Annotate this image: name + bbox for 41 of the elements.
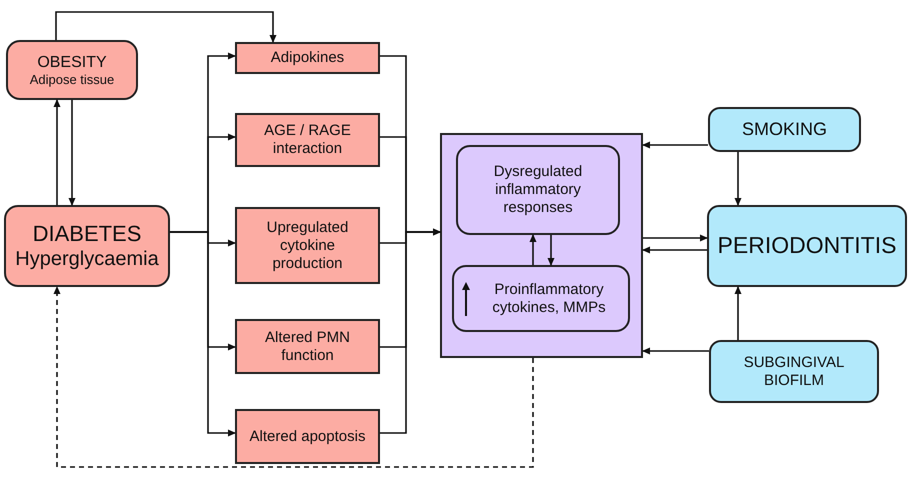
process-box (456, 145, 620, 235)
condition-box (6, 40, 138, 100)
arrow (734, 286, 742, 340)
factor-box (709, 340, 879, 403)
box-label: Upregulated cytokine production (266, 218, 350, 272)
box-label: Altered apoptosis (250, 428, 366, 446)
box-sublabel: Adipose tissue (30, 72, 114, 88)
arrow (530, 234, 536, 265)
box-label: Altered PMN function (264, 328, 352, 364)
box-label: PERIODONTITIS (718, 232, 896, 260)
box-label: OBESITY (37, 52, 107, 72)
arrow (55, 11, 276, 43)
box-label: SMOKING (742, 118, 827, 140)
process-box (235, 319, 380, 374)
arrow (54, 99, 60, 205)
process-box (235, 113, 380, 167)
arrow (734, 152, 742, 206)
dashed-arrow (54, 286, 534, 468)
factor-box (707, 205, 907, 287)
arrow (380, 228, 441, 434)
process-box (235, 207, 380, 284)
arrow (642, 142, 708, 148)
arrow (548, 235, 554, 266)
arrow (170, 231, 236, 436)
box-label: Dysregulated inflammatory responses (492, 163, 584, 217)
box-label: Adipokines (270, 49, 344, 67)
arrow (68, 100, 76, 206)
arrow (643, 234, 708, 242)
factor-box (708, 107, 861, 152)
process-box (452, 265, 630, 332)
process-box (235, 409, 380, 464)
box-label: AGE / RAGE interaction (263, 122, 352, 158)
box-label: DIABETES (32, 220, 142, 248)
box-label: SUBGINGIVAL BIOFILM (742, 354, 846, 390)
box-sublabel: Hyperglycaemia (15, 247, 159, 272)
arrow (642, 348, 709, 354)
condition-box (4, 205, 170, 287)
arrow (642, 246, 707, 254)
process-box (235, 42, 380, 74)
process-container (440, 133, 643, 358)
box-label: Proinflammatory cytokines, MMPs (491, 280, 607, 316)
